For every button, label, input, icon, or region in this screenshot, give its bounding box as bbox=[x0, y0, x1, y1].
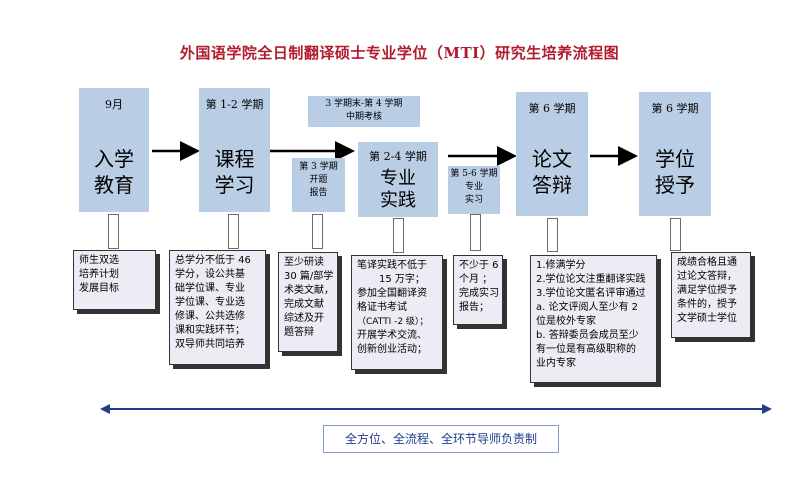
detail-line: 2.学位论文注重翻译实践 bbox=[536, 274, 646, 285]
stage-midterm-period: 3 学期末-第 4 学期 bbox=[325, 99, 403, 109]
detail-line: 至少研读 bbox=[284, 257, 324, 268]
detail-line: 术类文献， bbox=[284, 285, 334, 296]
timeline-right-head bbox=[762, 404, 772, 414]
stage-practice-label-1: 专业 bbox=[380, 168, 416, 189]
detail-line: 成绩合格且通 bbox=[677, 257, 737, 268]
stage-degree: 第 6 学期 学位 授予 bbox=[639, 92, 711, 216]
stage-proposal: 第 3 学期 开题 报告 bbox=[292, 158, 345, 212]
stage-degree-period: 第 6 学期 bbox=[651, 102, 699, 115]
detail-defense: 1.修满学分 2.学位论文注重翻译实践 3.学位论文匿名评审通过 a. 论文评阅… bbox=[530, 255, 657, 383]
detail-line: 不少于 6 bbox=[459, 260, 499, 271]
stage-degree-label-1: 学位 bbox=[655, 147, 695, 171]
detail-line: 业内专家 bbox=[536, 358, 576, 369]
detail-line: 培养计划 bbox=[79, 269, 119, 280]
stage-proposal-period: 第 3 学期 bbox=[299, 162, 338, 172]
stage-enrollment-label-2: 教育 bbox=[94, 173, 134, 197]
stage-midterm-label: 中期考核 bbox=[345, 112, 382, 122]
stage-proposal-label-2: 报告 bbox=[309, 188, 328, 198]
detail-line: 总学分不低于 46 bbox=[175, 255, 251, 266]
connector-1 bbox=[108, 214, 119, 249]
detail-courses: 总学分不低于 46 学分，设公共基 础学位课、专业 学位课、专业选 修课、公共选… bbox=[169, 250, 266, 365]
detail-enrollment: 师生双选 培养计划 发展目标 bbox=[73, 250, 156, 310]
detail-line: 过论文答辩， bbox=[677, 271, 737, 282]
connector-4 bbox=[393, 218, 404, 253]
detail-line: 完成文献 bbox=[284, 299, 324, 310]
detail-proposal: 至少研读 30 篇/部学 术类文献， 完成文献 综述及开 题答辩 bbox=[278, 252, 338, 352]
detail-line: 报告； bbox=[459, 302, 489, 313]
detail-line: 格证书考试 bbox=[357, 302, 407, 313]
detail-line: 文学硕士学位 bbox=[677, 313, 737, 324]
connector-7 bbox=[670, 218, 681, 251]
connector-6 bbox=[547, 218, 558, 252]
mentor-responsibility-banner: 全方位、全流程、全环节导师负责制 bbox=[323, 425, 559, 453]
detail-line: 个月 ； bbox=[459, 274, 493, 285]
detail-line: 满足学位授予 bbox=[677, 285, 737, 296]
detail-line: 完成实习 bbox=[459, 288, 499, 299]
detail-line: 题答辩 bbox=[284, 327, 314, 338]
stage-courses-period: 第 1-2 学期 bbox=[205, 98, 264, 111]
stage-defense-label-1: 论文 bbox=[532, 147, 572, 171]
stage-internship-label-1: 专业 bbox=[464, 182, 483, 192]
detail-line: 笔译实践不低于 bbox=[357, 260, 427, 271]
detail-line: 条件的，授予 bbox=[677, 299, 737, 310]
detail-practice: 笔译实践不低于 15 万字； 参加全国翻译资 格证书考试 （CATTI -2 级… bbox=[351, 255, 443, 370]
connector-5 bbox=[470, 214, 481, 251]
detail-line: 位是校外专家 bbox=[536, 316, 596, 327]
detail-line: 15 万字； bbox=[379, 274, 425, 285]
stage-practice: 第 2-4 学期 专业 实践 bbox=[358, 142, 438, 217]
detail-line: a. 论文评阅人至少有 2 bbox=[536, 302, 639, 313]
detail-line: 30 篇/部学 bbox=[284, 271, 334, 282]
stage-midterm: 3 学期末-第 4 学期 中期考核 bbox=[308, 96, 420, 127]
stage-defense-period: 第 6 学期 bbox=[528, 102, 576, 115]
stage-proposal-label-1: 开题 bbox=[309, 175, 328, 185]
stage-courses-label-2: 学习 bbox=[214, 173, 255, 197]
detail-line: 课和实践环节； bbox=[175, 325, 245, 336]
detail-line: （CATTI -2 级）； bbox=[357, 317, 429, 327]
stage-defense: 第 6 学期 论文 答辩 bbox=[516, 92, 588, 216]
stage-enrollment-label-1: 入学 bbox=[94, 147, 134, 171]
detail-line: 开展学术交流、 bbox=[357, 330, 427, 341]
stage-courses-label-1: 课程 bbox=[214, 147, 255, 171]
stage-courses: 第 1-2 学期 课程 学习 bbox=[199, 88, 270, 212]
detail-degree: 成绩合格且通 过论文答辩， 满足学位授予 条件的，授予 文学硕士学位 bbox=[671, 252, 751, 338]
detail-line: 双导师共同培养 bbox=[175, 339, 245, 350]
detail-line: 学位课、专业选 bbox=[175, 297, 245, 308]
detail-line: 综述及开 bbox=[284, 313, 324, 324]
detail-line: b. 答辩委员会成员至少 bbox=[536, 330, 639, 341]
detail-line: 有一位是有高级职称的 bbox=[536, 344, 636, 355]
page-title: 外国语学院全日制翻译硕士专业学位（MTI）研究生培养流程图 bbox=[179, 44, 620, 62]
detail-line: 参加全国翻译资 bbox=[357, 288, 427, 299]
stage-practice-label-2: 实践 bbox=[380, 190, 416, 211]
stage-enrollment: 9月 入学 教育 bbox=[79, 88, 149, 212]
detail-line: 3.学位论文匿名评审通过 bbox=[536, 288, 646, 299]
stage-internship-period: 第 5-6 学期 bbox=[450, 169, 498, 179]
stage-practice-period: 第 2-4 学期 bbox=[369, 150, 427, 163]
detail-line: 学分，设公共基 bbox=[175, 269, 245, 280]
stage-degree-label-2: 授予 bbox=[655, 173, 695, 197]
connector-2 bbox=[228, 214, 239, 249]
detail-internship: 不少于 6 个月 ； 完成实习 报告； bbox=[453, 255, 503, 325]
stage-enrollment-period: 9月 bbox=[105, 98, 123, 111]
detail-line: 创新创业活动； bbox=[357, 344, 427, 355]
connector-3 bbox=[312, 214, 323, 249]
stage-defense-label-2: 答辩 bbox=[532, 173, 572, 197]
timeline-left-head bbox=[100, 404, 110, 414]
detail-line: 发展目标 bbox=[79, 283, 119, 294]
stage-internship: 第 5-6 学期 专业 实习 bbox=[448, 166, 500, 214]
detail-line: 1.修满学分 bbox=[536, 260, 586, 271]
detail-line: 修课、公共选修 bbox=[175, 311, 245, 322]
stage-internship-label-2: 实习 bbox=[464, 195, 483, 205]
detail-line: 师生双选 bbox=[79, 255, 119, 266]
detail-line: 础学位课、专业 bbox=[175, 283, 245, 294]
